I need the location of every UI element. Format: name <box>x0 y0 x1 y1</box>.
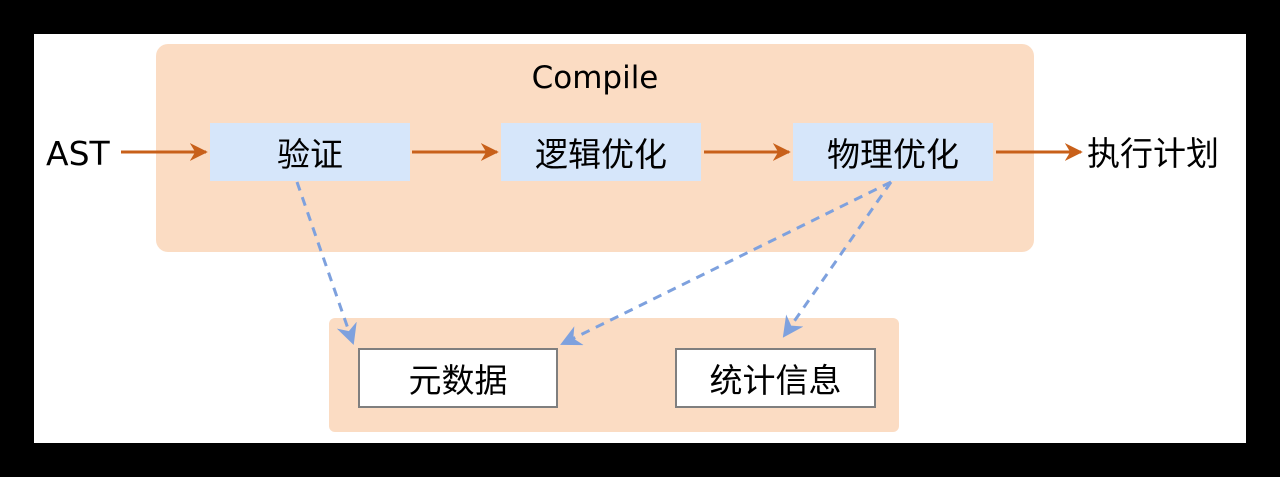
edge-physical-to-metadata <box>560 180 892 346</box>
metadata-box: 元数据 <box>358 348 558 408</box>
edge-validate-to-metadata <box>295 181 357 345</box>
compile-group-title: Compile <box>531 60 659 96</box>
edge-physical-to-statistics <box>782 181 893 338</box>
stage-physical-optimize: 物理优化 <box>793 123 993 181</box>
output-label: 执行计划 <box>1087 134 1219 173</box>
stage-validate: 验证 <box>210 123 410 181</box>
input-label: AST <box>46 134 110 173</box>
stage-logical-optimize: 逻辑优化 <box>501 123 701 181</box>
statistics-box: 统计信息 <box>675 348 876 408</box>
